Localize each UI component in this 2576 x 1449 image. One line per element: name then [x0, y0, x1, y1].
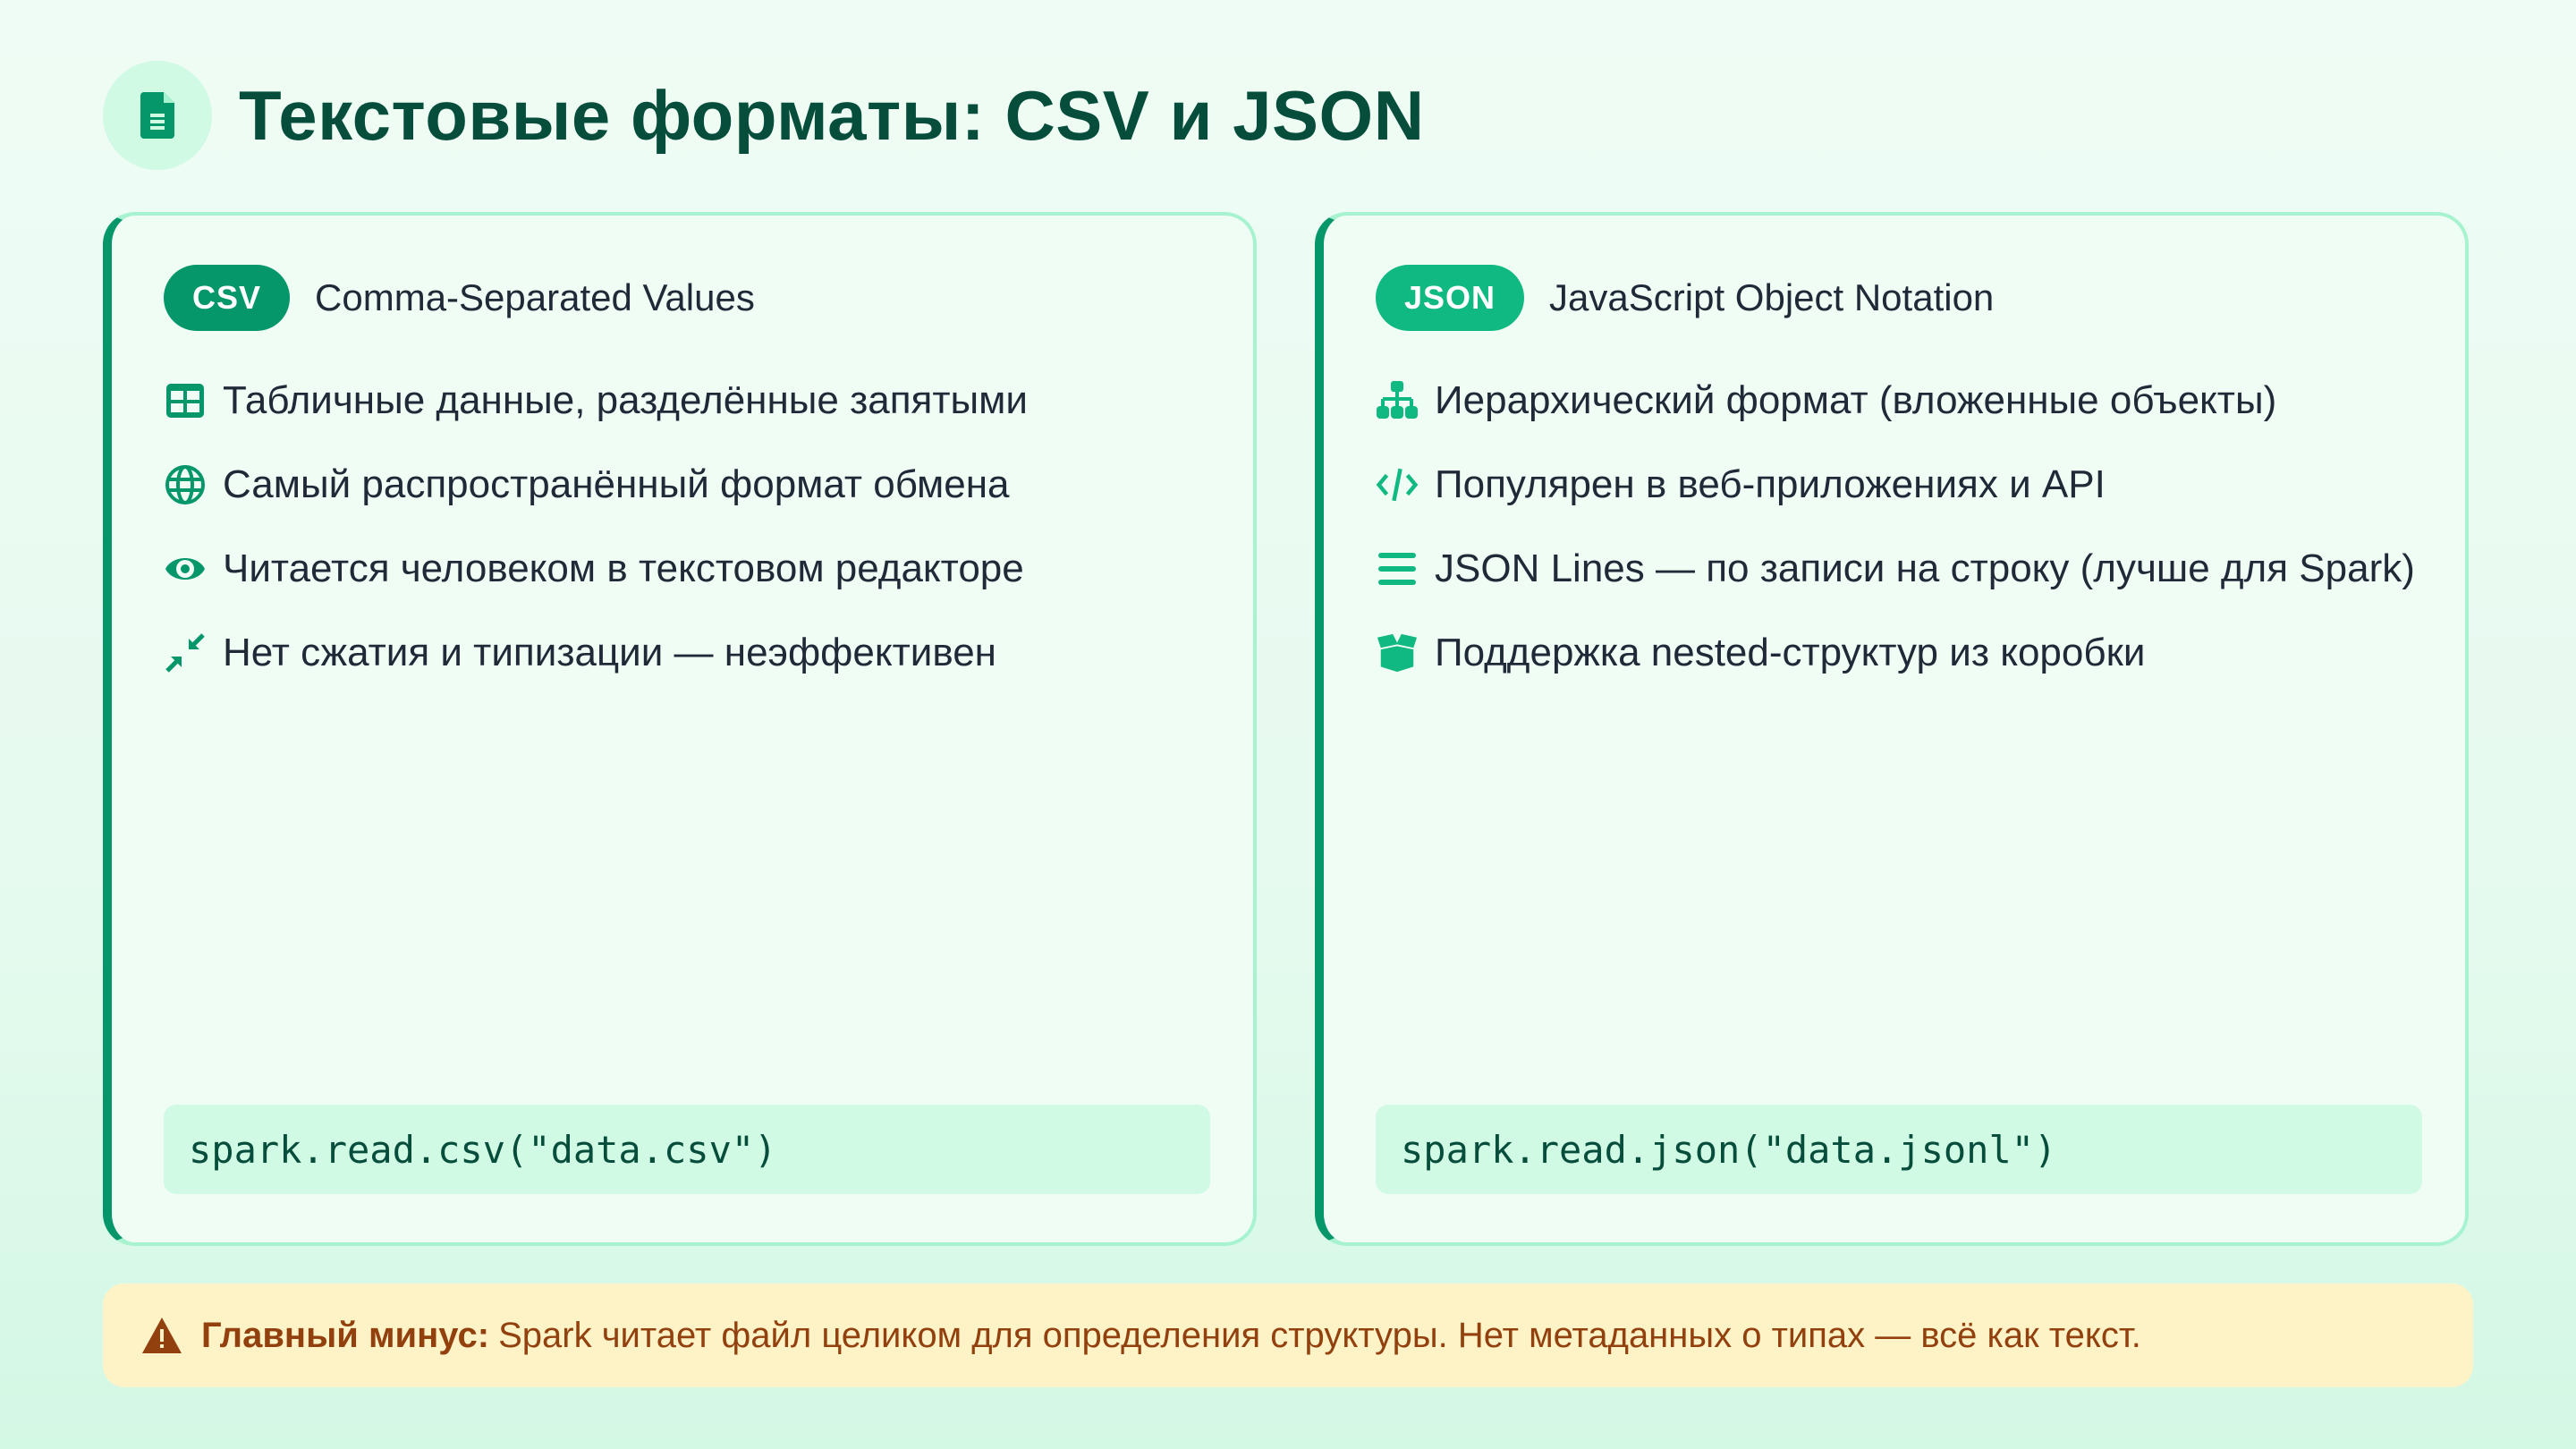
lines-icon — [1376, 547, 1419, 590]
json-card: JSON JavaScript Object Notation Иерархич… — [1315, 212, 2469, 1246]
json-badge: JSON — [1376, 265, 1525, 331]
table-icon — [164, 379, 207, 422]
list-item: Самый распространённый формат обмена — [164, 443, 1028, 527]
list-item: Читается человеком в текстовом редакторе — [164, 527, 1028, 611]
code-icon — [1376, 463, 1419, 506]
eye-icon — [164, 547, 207, 590]
list-item: Поддержка nested-структур из коробки — [1376, 611, 2415, 695]
page-title: Текстовые форматы: CSV и JSON — [239, 75, 1425, 155]
page-header: Текстовые форматы: CSV и JSON — [103, 61, 1425, 170]
box-open-icon — [1376, 631, 1419, 674]
json-feature-list: Иерархический формат (вложенные объекты)… — [1376, 359, 2415, 695]
csv-feature-list: Табличные данные, разделённые запятыми С… — [164, 359, 1028, 695]
warning-banner: Главный минус: Spark читает файл целиком… — [103, 1284, 2473, 1387]
list-item: Табличные данные, разделённые запятыми — [164, 359, 1028, 443]
json-subtitle: JavaScript Object Notation — [1549, 276, 1995, 318]
csv-code-snippet: spark.read.csv("data.csv") — [164, 1105, 1210, 1194]
warning-triangle-icon — [142, 1315, 183, 1356]
list-item: JSON Lines — по записи на строку (лучше … — [1376, 527, 2415, 611]
csv-subtitle: Comma-Separated Values — [315, 276, 755, 318]
globe-icon — [164, 463, 207, 506]
warning-text: Spark читает файл целиком для определени… — [498, 1315, 2141, 1355]
list-item: Нет сжатия и типизации — неэффективен — [164, 611, 1028, 695]
sitemap-icon — [1376, 379, 1419, 422]
warning-label: Главный минус: — [201, 1315, 490, 1355]
compress-icon — [164, 631, 207, 674]
list-item: Иерархический формат (вложенные объекты) — [1376, 359, 2415, 443]
list-item: Популярен в веб-приложениях и API — [1376, 443, 2415, 527]
json-code-snippet: spark.read.json("data.jsonl") — [1376, 1105, 2422, 1194]
csv-card: CSV Comma-Separated Values Табличные дан… — [103, 212, 1257, 1246]
document-icon — [103, 61, 212, 170]
csv-badge: CSV — [164, 265, 291, 331]
